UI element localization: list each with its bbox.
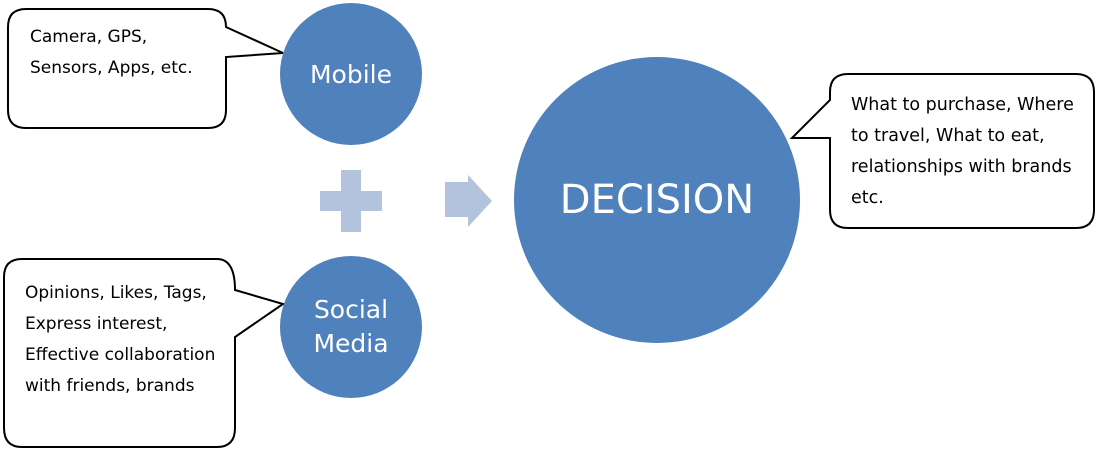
social-media-circle — [280, 256, 422, 398]
callout-decision-shape — [789, 73, 1095, 229]
callout-social-media-text: Opinions, Likes, Tags, Express interest,… — [25, 283, 216, 396]
callout-mobile-shape — [7, 8, 284, 129]
callout-decision-text: What to purchase, Where to travel, What … — [851, 95, 1074, 208]
callout-mobile-text: Camera, GPS, Sensors, Apps, etc. — [30, 27, 193, 78]
decision-circle — [514, 57, 800, 343]
plus-icon — [320, 170, 382, 232]
arrow-right-icon — [445, 175, 492, 227]
mobile-label: Mobile — [309, 59, 392, 89]
social-media-label: Social Media — [313, 295, 389, 358]
decision-label: DECISION — [559, 177, 755, 223]
callout-social-shape — [3, 258, 286, 448]
mobile-circle — [280, 3, 422, 145]
